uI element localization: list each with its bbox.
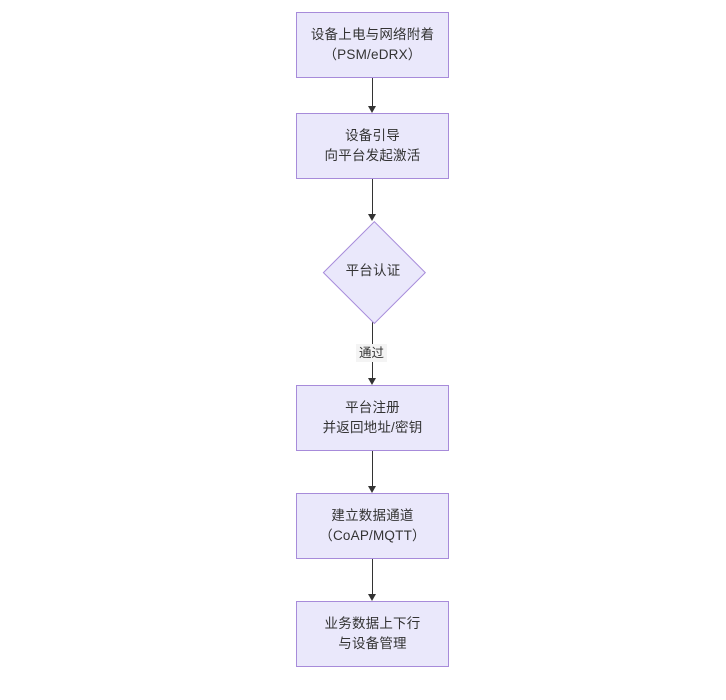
node-device-bootstrap[interactable]: 设备引导 向平台发起激活 — [296, 113, 449, 179]
node-label: 平台注册 并返回地址/密钥 — [322, 400, 423, 435]
arrowhead-icon — [368, 106, 376, 113]
node-label: 平台认证 — [345, 263, 401, 278]
node-platform-auth[interactable]: 平台认证 — [322, 220, 426, 324]
edge-line — [372, 78, 374, 106]
edge-line — [372, 179, 374, 214]
node-label: 设备引导 向平台发起激活 — [324, 128, 421, 163]
node-label: 建立数据通道 （CoAP/MQTT） — [319, 508, 426, 543]
edge-label-pass: 通过 — [356, 344, 388, 362]
arrowhead-icon — [368, 594, 376, 601]
node-establish-data-channel[interactable]: 建立数据通道 （CoAP/MQTT） — [296, 493, 449, 559]
edge-line — [372, 451, 374, 486]
arrowhead-icon — [368, 214, 376, 221]
edge-line — [372, 559, 374, 594]
arrowhead-icon — [368, 486, 376, 493]
node-platform-register[interactable]: 平台注册 并返回地址/密钥 — [296, 385, 449, 451]
arrowhead-icon — [368, 378, 376, 385]
node-label: 业务数据上下行 与设备管理 — [324, 616, 421, 651]
node-label: 设备上电与网络附着 （PSM/eDRX） — [310, 27, 435, 62]
node-business-data-and-device-management[interactable]: 业务数据上下行 与设备管理 — [296, 601, 449, 667]
node-device-power-on[interactable]: 设备上电与网络附着 （PSM/eDRX） — [296, 12, 449, 78]
